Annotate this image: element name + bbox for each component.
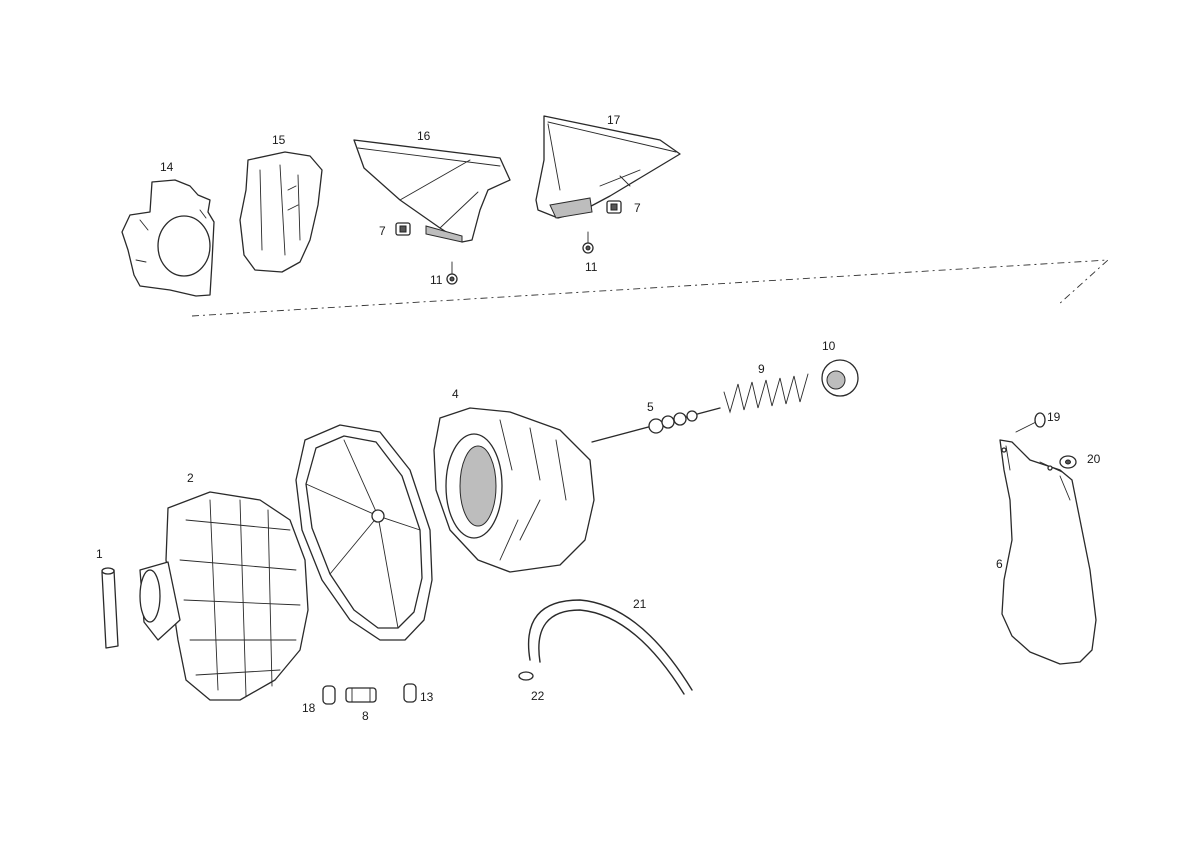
label-7-left: 7: [379, 224, 386, 238]
label-5: 5: [647, 400, 654, 414]
filter-cage-ring[interactable]: [295, 424, 433, 641]
part-16-duct[interactable]: [353, 139, 511, 243]
part-7-clip-left[interactable]: [395, 222, 411, 236]
part-8-connector[interactable]: [345, 687, 377, 703]
part-14-panel[interactable]: [121, 179, 215, 297]
part-4-foam-filter[interactable]: [433, 407, 595, 573]
label-19: 19: [1047, 410, 1061, 424]
part-1-hose[interactable]: [101, 567, 119, 649]
part-10-cap[interactable]: [821, 359, 859, 397]
separator-dash-line: [191, 259, 1110, 317]
part-13-nut[interactable]: [403, 683, 417, 703]
label-13: 13: [420, 690, 434, 704]
part-21-tube[interactable]: [527, 599, 693, 695]
label-22: 22: [531, 689, 545, 703]
label-17: 17: [607, 113, 621, 127]
part-22-clamp[interactable]: [518, 671, 534, 681]
label-1: 1: [96, 547, 103, 561]
label-11-right: 11: [585, 260, 598, 274]
part-17-duct[interactable]: [535, 115, 681, 219]
part-6-deflector[interactable]: [999, 439, 1097, 665]
label-9: 9: [758, 362, 765, 376]
part-15-shroud[interactable]: [239, 151, 323, 273]
label-8: 8: [362, 709, 369, 723]
label-11-left: 11: [430, 273, 443, 287]
part-11-screw-left[interactable]: [446, 261, 458, 285]
label-14: 14: [160, 160, 174, 174]
part-5-rod[interactable]: [591, 407, 721, 443]
label-10: 10: [822, 339, 836, 353]
part-2-airbox-housing[interactable]: [139, 491, 309, 701]
label-2: 2: [187, 471, 194, 485]
label-6: 6: [996, 557, 1003, 571]
label-7-right: 7: [634, 201, 641, 215]
part-7-clip-right[interactable]: [606, 200, 622, 214]
label-4: 4: [452, 387, 459, 401]
part-11-screw-right[interactable]: [582, 231, 594, 254]
part-18-nut[interactable]: [322, 685, 336, 705]
label-20: 20: [1087, 452, 1101, 466]
label-21: 21: [633, 597, 647, 611]
label-18: 18: [302, 701, 316, 715]
part-20-washer[interactable]: [1059, 455, 1077, 469]
part-19-screw[interactable]: [1015, 412, 1046, 433]
part-9-spring[interactable]: [723, 373, 809, 414]
label-15: 15: [272, 133, 286, 147]
label-16: 16: [417, 129, 431, 143]
